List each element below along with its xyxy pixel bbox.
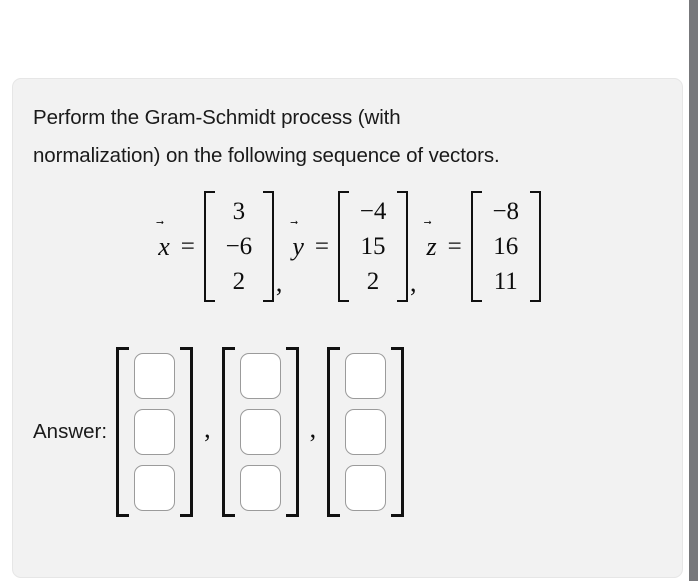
answer-input-3-2[interactable] bbox=[345, 409, 387, 455]
matrix-cell: −6 bbox=[225, 233, 253, 260]
vector-letter: y bbox=[292, 231, 304, 261]
scrollbar-thumb[interactable] bbox=[689, 0, 698, 581]
matrix-column-y: −4 15 2 bbox=[349, 191, 397, 302]
question-card: Perform the Gram-Schmidt process (with n… bbox=[12, 78, 683, 578]
answer-input-2-2[interactable] bbox=[239, 409, 281, 455]
bracket-left-icon bbox=[327, 347, 341, 517]
equals-sign-y: = bbox=[314, 232, 330, 260]
prompt-line-2: normalization) on the following sequence… bbox=[33, 144, 500, 167]
bracket-left-icon bbox=[116, 347, 130, 517]
bracket-right-icon bbox=[180, 347, 194, 517]
matrix-cell: −4 bbox=[359, 198, 387, 225]
equals-sign-z: = bbox=[447, 232, 462, 260]
question-prompt: Perform the Gram-Schmidt process (with n… bbox=[33, 99, 663, 175]
matrix-cell: 3 bbox=[232, 198, 246, 225]
vector-definitions: ⃗ x = 3 −6 2 , ⃗ y bbox=[13, 191, 684, 302]
vector-separator-comma: , bbox=[275, 268, 283, 297]
answer-input-3-1[interactable] bbox=[345, 353, 387, 399]
equals-sign-x: = bbox=[180, 232, 195, 260]
answer-separator-comma: , bbox=[309, 414, 317, 443]
matrix-y: −4 15 2 bbox=[338, 191, 409, 302]
answer-area: Answer: , , bbox=[13, 347, 684, 517]
answer-column-2 bbox=[235, 347, 286, 517]
answer-vector-3 bbox=[327, 347, 405, 517]
matrix-x: 3 −6 2 bbox=[203, 191, 274, 302]
matrix-cell: 2 bbox=[366, 268, 380, 295]
answer-input-1-3[interactable] bbox=[134, 465, 176, 511]
matrix-column-z: −8 16 11 bbox=[482, 191, 530, 302]
matrix-cell: 2 bbox=[232, 268, 246, 295]
answer-vector-2 bbox=[221, 347, 299, 517]
bracket-right-icon bbox=[397, 191, 409, 302]
bracket-left-icon bbox=[470, 191, 482, 302]
vector-separator-comma: , bbox=[410, 268, 417, 297]
matrix-cell: 11 bbox=[493, 268, 518, 295]
vector-letter: z bbox=[426, 231, 437, 261]
vector-symbol-z: ⃗ z bbox=[425, 231, 439, 261]
matrix-cell: 15 bbox=[360, 233, 386, 260]
bracket-right-icon bbox=[285, 347, 299, 517]
bracket-left-icon bbox=[338, 191, 350, 302]
answer-column-1 bbox=[129, 347, 180, 517]
vector-letter: x bbox=[158, 231, 170, 261]
page-scroll-area: Perform the Gram-Schmidt process (with n… bbox=[12, 78, 683, 578]
answer-input-1-2[interactable] bbox=[134, 409, 176, 455]
vector-definition-x: ⃗ x = 3 −6 2 , bbox=[156, 191, 290, 302]
bracket-left-icon bbox=[203, 191, 215, 302]
prompt-line-1: Perform the Gram-Schmidt process (with bbox=[33, 106, 401, 129]
bracket-left-icon bbox=[221, 347, 235, 517]
vertical-scrollbar[interactable] bbox=[684, 0, 700, 581]
vector-definition-y: ⃗ y = −4 15 2 , bbox=[290, 191, 424, 302]
vector-symbol-y: ⃗ y bbox=[290, 231, 306, 261]
answer-label: Answer: bbox=[33, 420, 108, 443]
bracket-right-icon bbox=[262, 191, 274, 302]
answer-column-3 bbox=[340, 347, 391, 517]
answer-input-3-3[interactable] bbox=[345, 465, 387, 511]
bracket-right-icon bbox=[391, 347, 405, 517]
matrix-column-x: 3 −6 2 bbox=[215, 191, 263, 302]
vector-definition-z: ⃗ z = −8 16 11 bbox=[425, 191, 541, 302]
matrix-cell: 16 bbox=[493, 233, 519, 260]
vector-symbol-x: ⃗ x bbox=[156, 231, 172, 261]
matrix-cell: −8 bbox=[492, 198, 520, 225]
bracket-right-icon bbox=[529, 191, 541, 302]
answer-separator-comma: , bbox=[204, 414, 211, 443]
answer-input-1-1[interactable] bbox=[134, 353, 176, 399]
answer-vector-1 bbox=[116, 347, 194, 517]
matrix-z: −8 16 11 bbox=[470, 191, 541, 302]
answer-input-2-1[interactable] bbox=[239, 353, 281, 399]
answer-input-2-3[interactable] bbox=[239, 465, 281, 511]
